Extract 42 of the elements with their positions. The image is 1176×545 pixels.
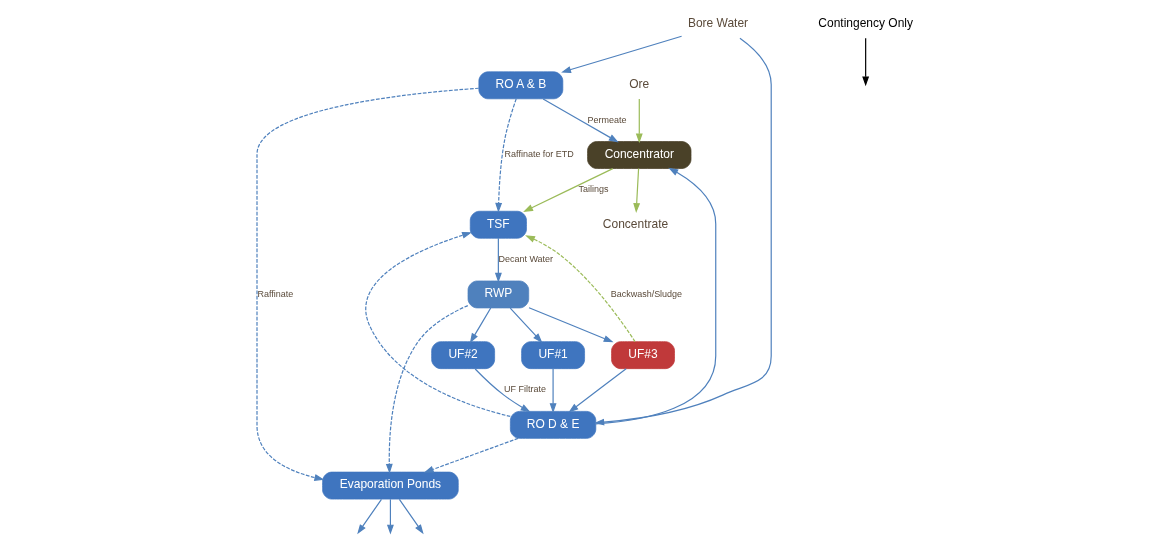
edge-label: UF Filtrate: [503, 384, 546, 395]
arrow: [568, 368, 627, 413]
node-box: Concentrator: [586, 141, 691, 169]
arrow: [560, 35, 682, 73]
arrow: [385, 305, 468, 474]
node-text: Concentrate: [602, 216, 668, 231]
node-text: Bore Water: [687, 16, 748, 31]
arrow: [542, 98, 619, 143]
arrow: [474, 368, 530, 413]
edge-label: Backwash/Sludge: [610, 288, 682, 299]
arrow: [522, 168, 613, 212]
edge-label: Tailings: [578, 184, 609, 195]
node-text: Contingency Only: [817, 16, 913, 31]
edge-label: Raffinate for ETD: [504, 149, 574, 160]
arrow: [494, 98, 517, 213]
arrow: [635, 98, 643, 144]
arrow: [524, 235, 636, 343]
node-box: UF#1: [520, 341, 585, 370]
arrow: [398, 498, 424, 535]
node-box: UF#3: [610, 341, 675, 370]
node-box: Evaporation Ponds: [321, 471, 459, 500]
arrow: [356, 498, 382, 535]
arrow: [365, 231, 511, 418]
arrow: [527, 307, 614, 343]
node-box: RO D & E: [509, 411, 596, 439]
node-box: RO A & B: [478, 71, 563, 100]
arrow: [509, 307, 542, 343]
arrow: [549, 368, 557, 414]
node-box: RWP: [467, 280, 529, 309]
arrow: [255, 87, 479, 481]
node-box: UF#2: [430, 341, 495, 370]
arrow: [423, 437, 519, 473]
edge-label: Decant Water: [497, 253, 553, 264]
arrow: [632, 168, 640, 214]
node-box: TSF: [469, 210, 527, 239]
edge-label: Raffinate: [256, 288, 293, 299]
edge-label: Permeate: [587, 114, 627, 125]
node-text: Ore: [628, 77, 649, 92]
arrow: [386, 498, 394, 535]
arrow: [861, 37, 869, 87]
arrow: [469, 307, 491, 344]
arrow: [494, 237, 502, 283]
